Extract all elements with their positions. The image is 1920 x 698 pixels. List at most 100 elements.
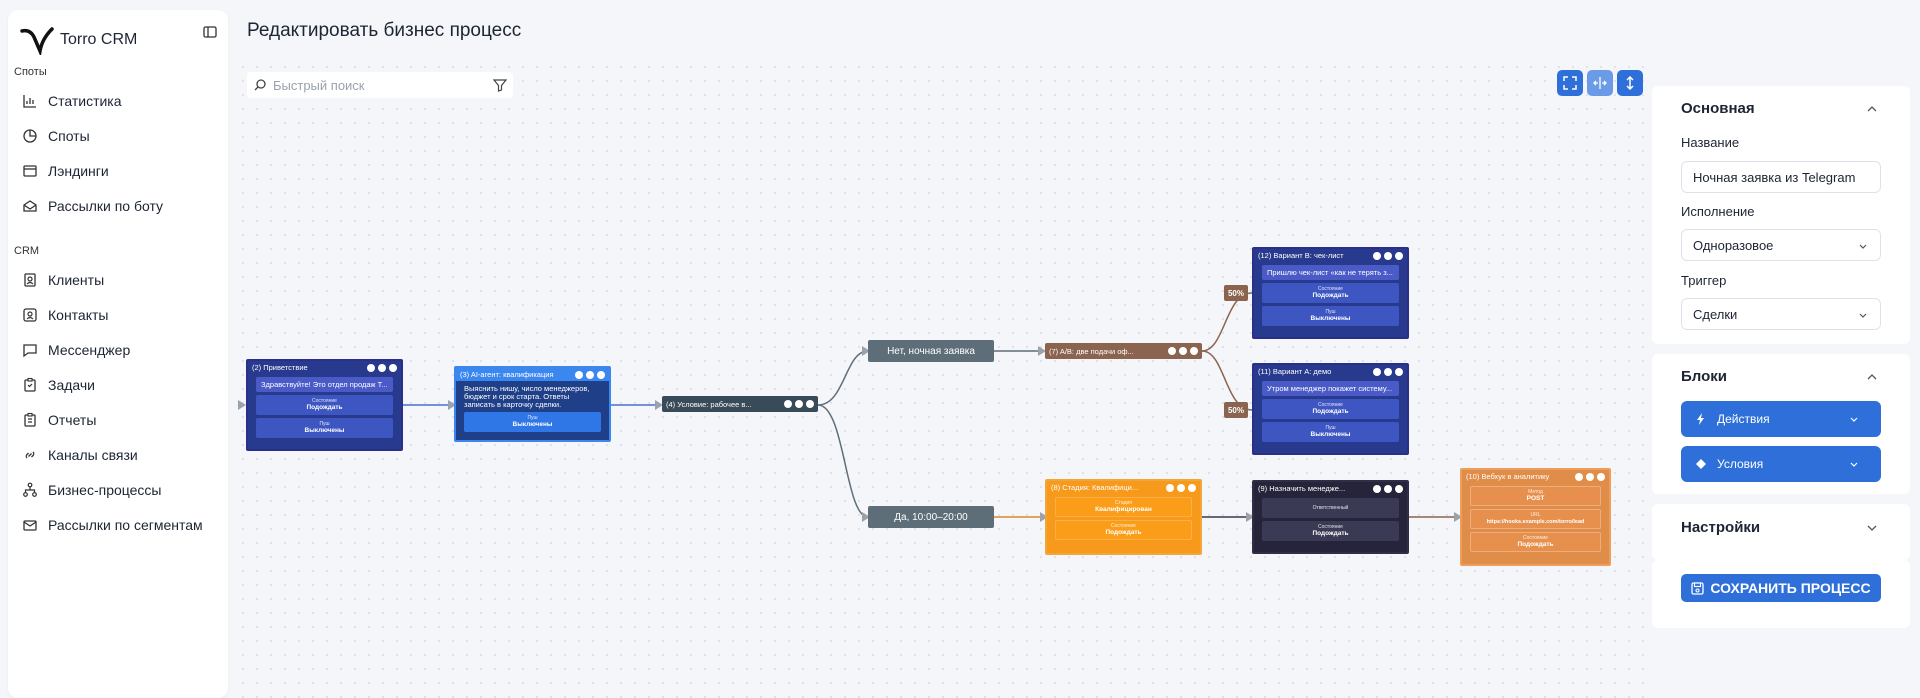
arrows-vertical-icon	[1626, 76, 1634, 90]
copy-icon[interactable]	[1384, 367, 1392, 376]
copy-icon[interactable]	[378, 363, 386, 372]
quick-search	[247, 72, 513, 98]
actions-label: Действия	[1717, 412, 1770, 426]
conditions-dropdown-button[interactable]: Условия	[1681, 446, 1881, 482]
branch-no[interactable]: Нет, ночная заявка	[868, 340, 994, 362]
brand[interactable]: Torro CRM	[14, 18, 222, 62]
search-icon	[254, 79, 266, 91]
flow-node-condition[interactable]: (4) Условие: рабочее в...	[662, 396, 818, 412]
clipboard-check-icon	[24, 377, 36, 392]
copy-icon[interactable]	[795, 400, 803, 408]
sidebar-item-label: Мессенджер	[48, 342, 131, 358]
flow-node-variant-a[interactable]: (11) Вариант A: демо Утром менеджер пока…	[1252, 363, 1409, 455]
section-settings-title[interactable]: Настройки	[1681, 519, 1761, 536]
branch-yes[interactable]: Да, 10:00–20:00	[868, 506, 994, 528]
node-text: Выяснить нишу, число менеджеров, бюджет …	[464, 384, 590, 409]
sidebar-item-segment-mailings[interactable]: Рассылки по сегментам	[18, 510, 218, 540]
sidebar-item-reports[interactable]: Отчеты	[18, 405, 218, 435]
execution-select[interactable]: Одноразовое	[1681, 229, 1881, 261]
sidebar-item-clients[interactable]: Клиенты	[18, 265, 218, 295]
trigger-select[interactable]: Сделки	[1681, 298, 1881, 330]
sidebar-item-label: Рассылки по сегментам	[48, 517, 203, 533]
page-title: Редактировать бизнес процесс	[247, 20, 522, 41]
node-title: (3) AI-агент: квалификация	[460, 370, 554, 379]
sidebar: Torro CRM Споты Статистика Споты Лэндинг…	[8, 10, 228, 698]
copy-icon[interactable]	[586, 370, 594, 379]
chevron-down-icon[interactable]	[1866, 522, 1878, 534]
sidebar-item-statistics[interactable]: Статистика	[18, 86, 218, 116]
sidebar-item-channels[interactable]: Каналы связи	[18, 440, 218, 470]
close-icon[interactable]	[1188, 483, 1196, 492]
sidebar-item-label: Клиенты	[48, 272, 105, 288]
edit-icon[interactable]	[1373, 484, 1381, 493]
edit-icon[interactable]	[1373, 367, 1381, 376]
brand-name: Torro CRM	[60, 31, 138, 48]
edit-icon[interactable]	[784, 400, 792, 408]
sidebar-item-label: Споты	[48, 128, 90, 144]
chevron-up-icon[interactable]	[1866, 103, 1878, 115]
flow-node-variant-b[interactable]: (12) Вариант B: чек-лист Пришлю чек-лист…	[1252, 247, 1409, 339]
edit-icon[interactable]	[1575, 472, 1583, 481]
sidebar-item-business-processes[interactable]: Бизнес-процессы	[18, 475, 218, 505]
section-title-spots: Споты	[14, 66, 47, 78]
edit-icon[interactable]	[575, 370, 583, 379]
edit-icon[interactable]	[1373, 251, 1381, 260]
close-icon[interactable]	[1597, 472, 1605, 481]
flow-canvas[interactable]	[236, 60, 1656, 698]
sidebar-item-label: Бизнес-процессы	[48, 482, 162, 498]
section-main-title[interactable]: Основная	[1681, 100, 1755, 117]
copy-icon[interactable]	[1179, 347, 1187, 355]
flow-node-assign-manager[interactable]: (9) Назначить менедже... Ответственный С…	[1252, 480, 1409, 554]
conditions-label: Условия	[1717, 457, 1764, 471]
sidebar-item-landings[interactable]: Лэндинги	[18, 156, 218, 186]
copy-icon[interactable]	[1586, 472, 1594, 481]
close-icon[interactable]	[597, 370, 605, 379]
edit-icon[interactable]	[1166, 483, 1174, 492]
flow-node-ab-test[interactable]: (7) A/B: две подачи оф...	[1045, 343, 1202, 359]
flow-node-ai-agent[interactable]: (3) AI-агент: квалификация Выяснить нишу…	[454, 366, 611, 442]
save-label: СОХРАНИТЬ ПРОЦЕСС	[1710, 580, 1871, 596]
actions-dropdown-button[interactable]: Действия	[1681, 401, 1881, 437]
section-blocks-title[interactable]: Блоки	[1681, 368, 1728, 385]
sidebar-item-spots[interactable]: Споты	[18, 121, 218, 151]
contact-card-icon	[24, 273, 36, 287]
horizontal-layout-button[interactable]	[1587, 70, 1613, 96]
flow-node-greeting[interactable]: (2) Приветствие Здравствуйте! Это отдел …	[246, 359, 403, 451]
close-icon[interactable]	[1395, 251, 1403, 260]
chevron-up-icon[interactable]	[1866, 371, 1878, 383]
name-field[interactable]: Ночная заявка из Telegram	[1681, 161, 1881, 193]
copy-icon[interactable]	[1384, 484, 1392, 493]
fit-view-button[interactable]	[1557, 70, 1583, 96]
chat-bubble-icon	[23, 344, 37, 358]
copy-icon[interactable]	[1177, 483, 1185, 492]
execution-value: Одноразовое	[1693, 237, 1774, 253]
save-process-button[interactable]: СОХРАНИТЬ ПРОЦЕСС	[1681, 574, 1881, 602]
close-icon[interactable]	[389, 363, 397, 372]
vertical-layout-button[interactable]	[1617, 70, 1643, 96]
close-icon[interactable]	[806, 400, 814, 408]
sidebar-collapse-icon[interactable]	[200, 22, 220, 42]
sidebar-item-bot-mailings[interactable]: Рассылки по боту	[18, 191, 218, 221]
sidebar-item-messenger[interactable]: Мессенджер	[18, 335, 218, 365]
close-icon[interactable]	[1395, 367, 1403, 376]
sidebar-item-tasks[interactable]: Задачи	[18, 370, 218, 400]
edit-icon[interactable]	[367, 363, 375, 372]
sidebar-item-contacts[interactable]: Контакты	[18, 300, 218, 330]
search-input[interactable]	[273, 77, 473, 93]
close-icon[interactable]	[1395, 484, 1403, 493]
filter-icon[interactable]	[493, 78, 507, 92]
split-badge-b: 50%	[1224, 285, 1248, 301]
edit-icon[interactable]	[1168, 347, 1176, 355]
close-icon[interactable]	[1190, 347, 1198, 355]
chevron-down-icon	[1850, 462, 1858, 467]
copy-icon[interactable]	[1384, 251, 1392, 260]
